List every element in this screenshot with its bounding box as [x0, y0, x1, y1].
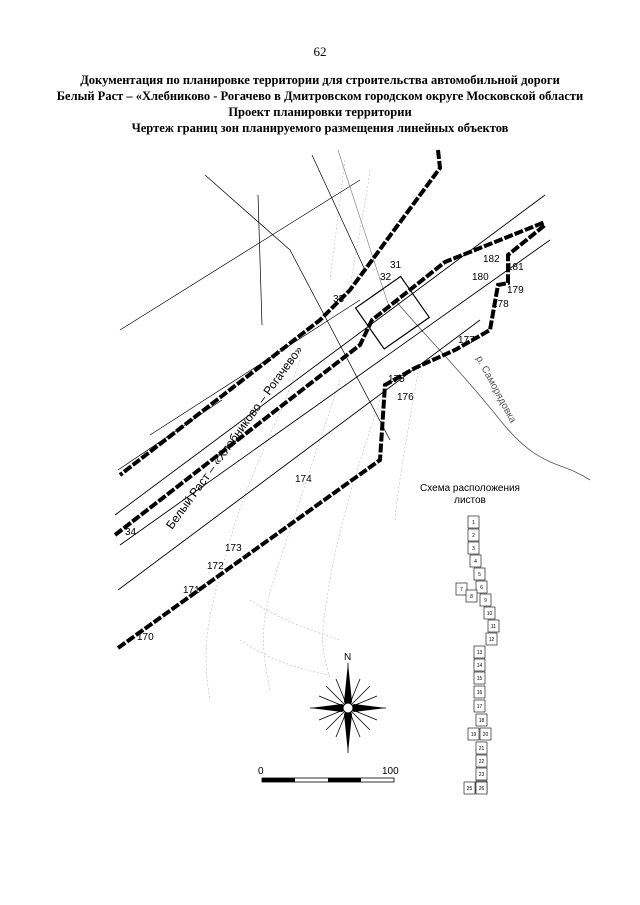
point-171: 171	[183, 585, 200, 596]
scheme-sheet-14	[473, 658, 486, 672]
scheme-sheet-label-22: 22	[479, 759, 485, 765]
scheme-sheet-label-9: 9	[484, 598, 487, 604]
scheme-sheet-label-17: 17	[477, 704, 483, 710]
scheme-sheet-9	[479, 593, 492, 607]
north-arrow-icon: N	[310, 652, 386, 753]
scheme-sheet-label-4: 4	[474, 559, 477, 565]
scheme-sheet-label-25: 25	[467, 786, 473, 792]
point-178: 178	[492, 299, 509, 310]
scheme-sheet-17	[473, 699, 486, 713]
scheme-sheet-23	[475, 767, 488, 781]
point-177: 177	[458, 335, 475, 346]
zone-boundary	[113, 149, 547, 650]
scheme-sheet-20	[479, 727, 492, 741]
header-line-2: Белый Раст – «Хлебниково - Рогачево в Дм…	[56, 89, 584, 103]
scheme-sheet-label-1: 1	[472, 520, 475, 526]
scheme-sheet-4	[469, 554, 482, 568]
scheme-sheet-10	[483, 606, 496, 620]
scheme-sheet-label-26: 26	[479, 786, 485, 792]
scale-bar: 0 100	[258, 766, 399, 783]
scheme-sheet-12	[485, 632, 498, 646]
scheme-sheet-5	[473, 567, 486, 581]
scheme-sheet-1	[467, 515, 480, 529]
scheme-sheet-label-15: 15	[477, 676, 483, 682]
scheme-sheet-13	[473, 645, 486, 659]
header-line-4: Чертеж границ зон планируемого размещени…	[131, 121, 509, 135]
scheme-sheet-label-10: 10	[487, 611, 493, 617]
scheme-sheet-8	[465, 589, 478, 603]
scheme-sheet-18	[475, 713, 488, 727]
scheme-sheet-19	[467, 727, 480, 741]
scheme-sheet-26	[475, 781, 488, 795]
scheme-sheet-label-12: 12	[489, 637, 495, 643]
point-176: 176	[397, 392, 414, 403]
scheme-sheets: 1234567891011121314151617181920212223242…	[455, 515, 500, 795]
point-31: 31	[390, 260, 402, 271]
point-labels: 31 32 33 34 170 171 172 173 174 175 176 …	[125, 254, 524, 643]
scheme-sheet-label-14: 14	[477, 663, 483, 669]
point-34: 34	[125, 527, 137, 538]
scheme-title-1: Схема расположения	[420, 483, 520, 494]
point-32: 32	[380, 272, 392, 283]
point-175: 175	[388, 374, 405, 385]
scheme-sheet-21	[475, 741, 488, 755]
scheme-sheet-3	[467, 541, 480, 555]
scheme-sheet-label-8: 8	[470, 594, 473, 600]
header-line-1: Документация по планировке территории дл…	[80, 73, 560, 87]
scheme-sheet-label-11: 11	[491, 624, 496, 630]
point-179: 179	[507, 285, 524, 296]
scheme-sheet-7	[455, 582, 468, 596]
scheme-sheet-label-23: 23	[479, 772, 485, 778]
scale-start: 0	[258, 766, 264, 777]
point-182: 182	[483, 254, 500, 265]
scheme-sheet-label-21: 21	[479, 746, 485, 752]
scheme-sheet-6	[475, 580, 488, 594]
point-180: 180	[472, 272, 489, 283]
sheet-frame	[354, 275, 431, 350]
scheme-sheet-label-2: 2	[472, 533, 475, 539]
scheme-title-2: листов	[454, 495, 486, 506]
scheme-sheet-label-16: 16	[477, 690, 483, 696]
scheme-sheet-label-6: 6	[480, 585, 483, 591]
sheet-scheme: Схема расположения листов 12345678910111…	[420, 483, 520, 795]
document-header: Документация по планировке территории дл…	[40, 72, 600, 136]
scheme-sheet-11	[487, 619, 500, 633]
point-173: 173	[225, 543, 242, 554]
scale-end: 100	[382, 766, 399, 777]
scheme-sheet-25	[463, 781, 476, 795]
page-number: 62	[313, 44, 327, 59]
scheme-sheet-label-19: 19	[471, 732, 477, 738]
point-33: 33	[333, 294, 345, 305]
terrain-lines	[205, 159, 421, 701]
scheme-sheet-2	[467, 528, 480, 542]
scheme-sheet-16	[473, 685, 486, 699]
scheme-sheet-label-20: 20	[483, 732, 489, 738]
point-174: 174	[295, 474, 312, 485]
scheme-sheet-22	[475, 754, 488, 768]
scheme-sheet-label-5: 5	[478, 572, 481, 578]
point-170: 170	[137, 632, 154, 643]
scheme-sheet-label-18: 18	[479, 718, 485, 724]
scheme-sheet-label-13: 13	[477, 650, 483, 656]
header-line-3: Проект планировки территории	[228, 105, 412, 119]
scheme-sheet-label-7: 7	[460, 587, 463, 593]
scheme-sheet-15	[473, 671, 486, 685]
point-172: 172	[207, 561, 224, 572]
north-label: N	[344, 652, 351, 663]
point-181: 181	[507, 262, 524, 273]
river	[394, 299, 591, 481]
scheme-sheet-label-3: 3	[472, 546, 475, 552]
